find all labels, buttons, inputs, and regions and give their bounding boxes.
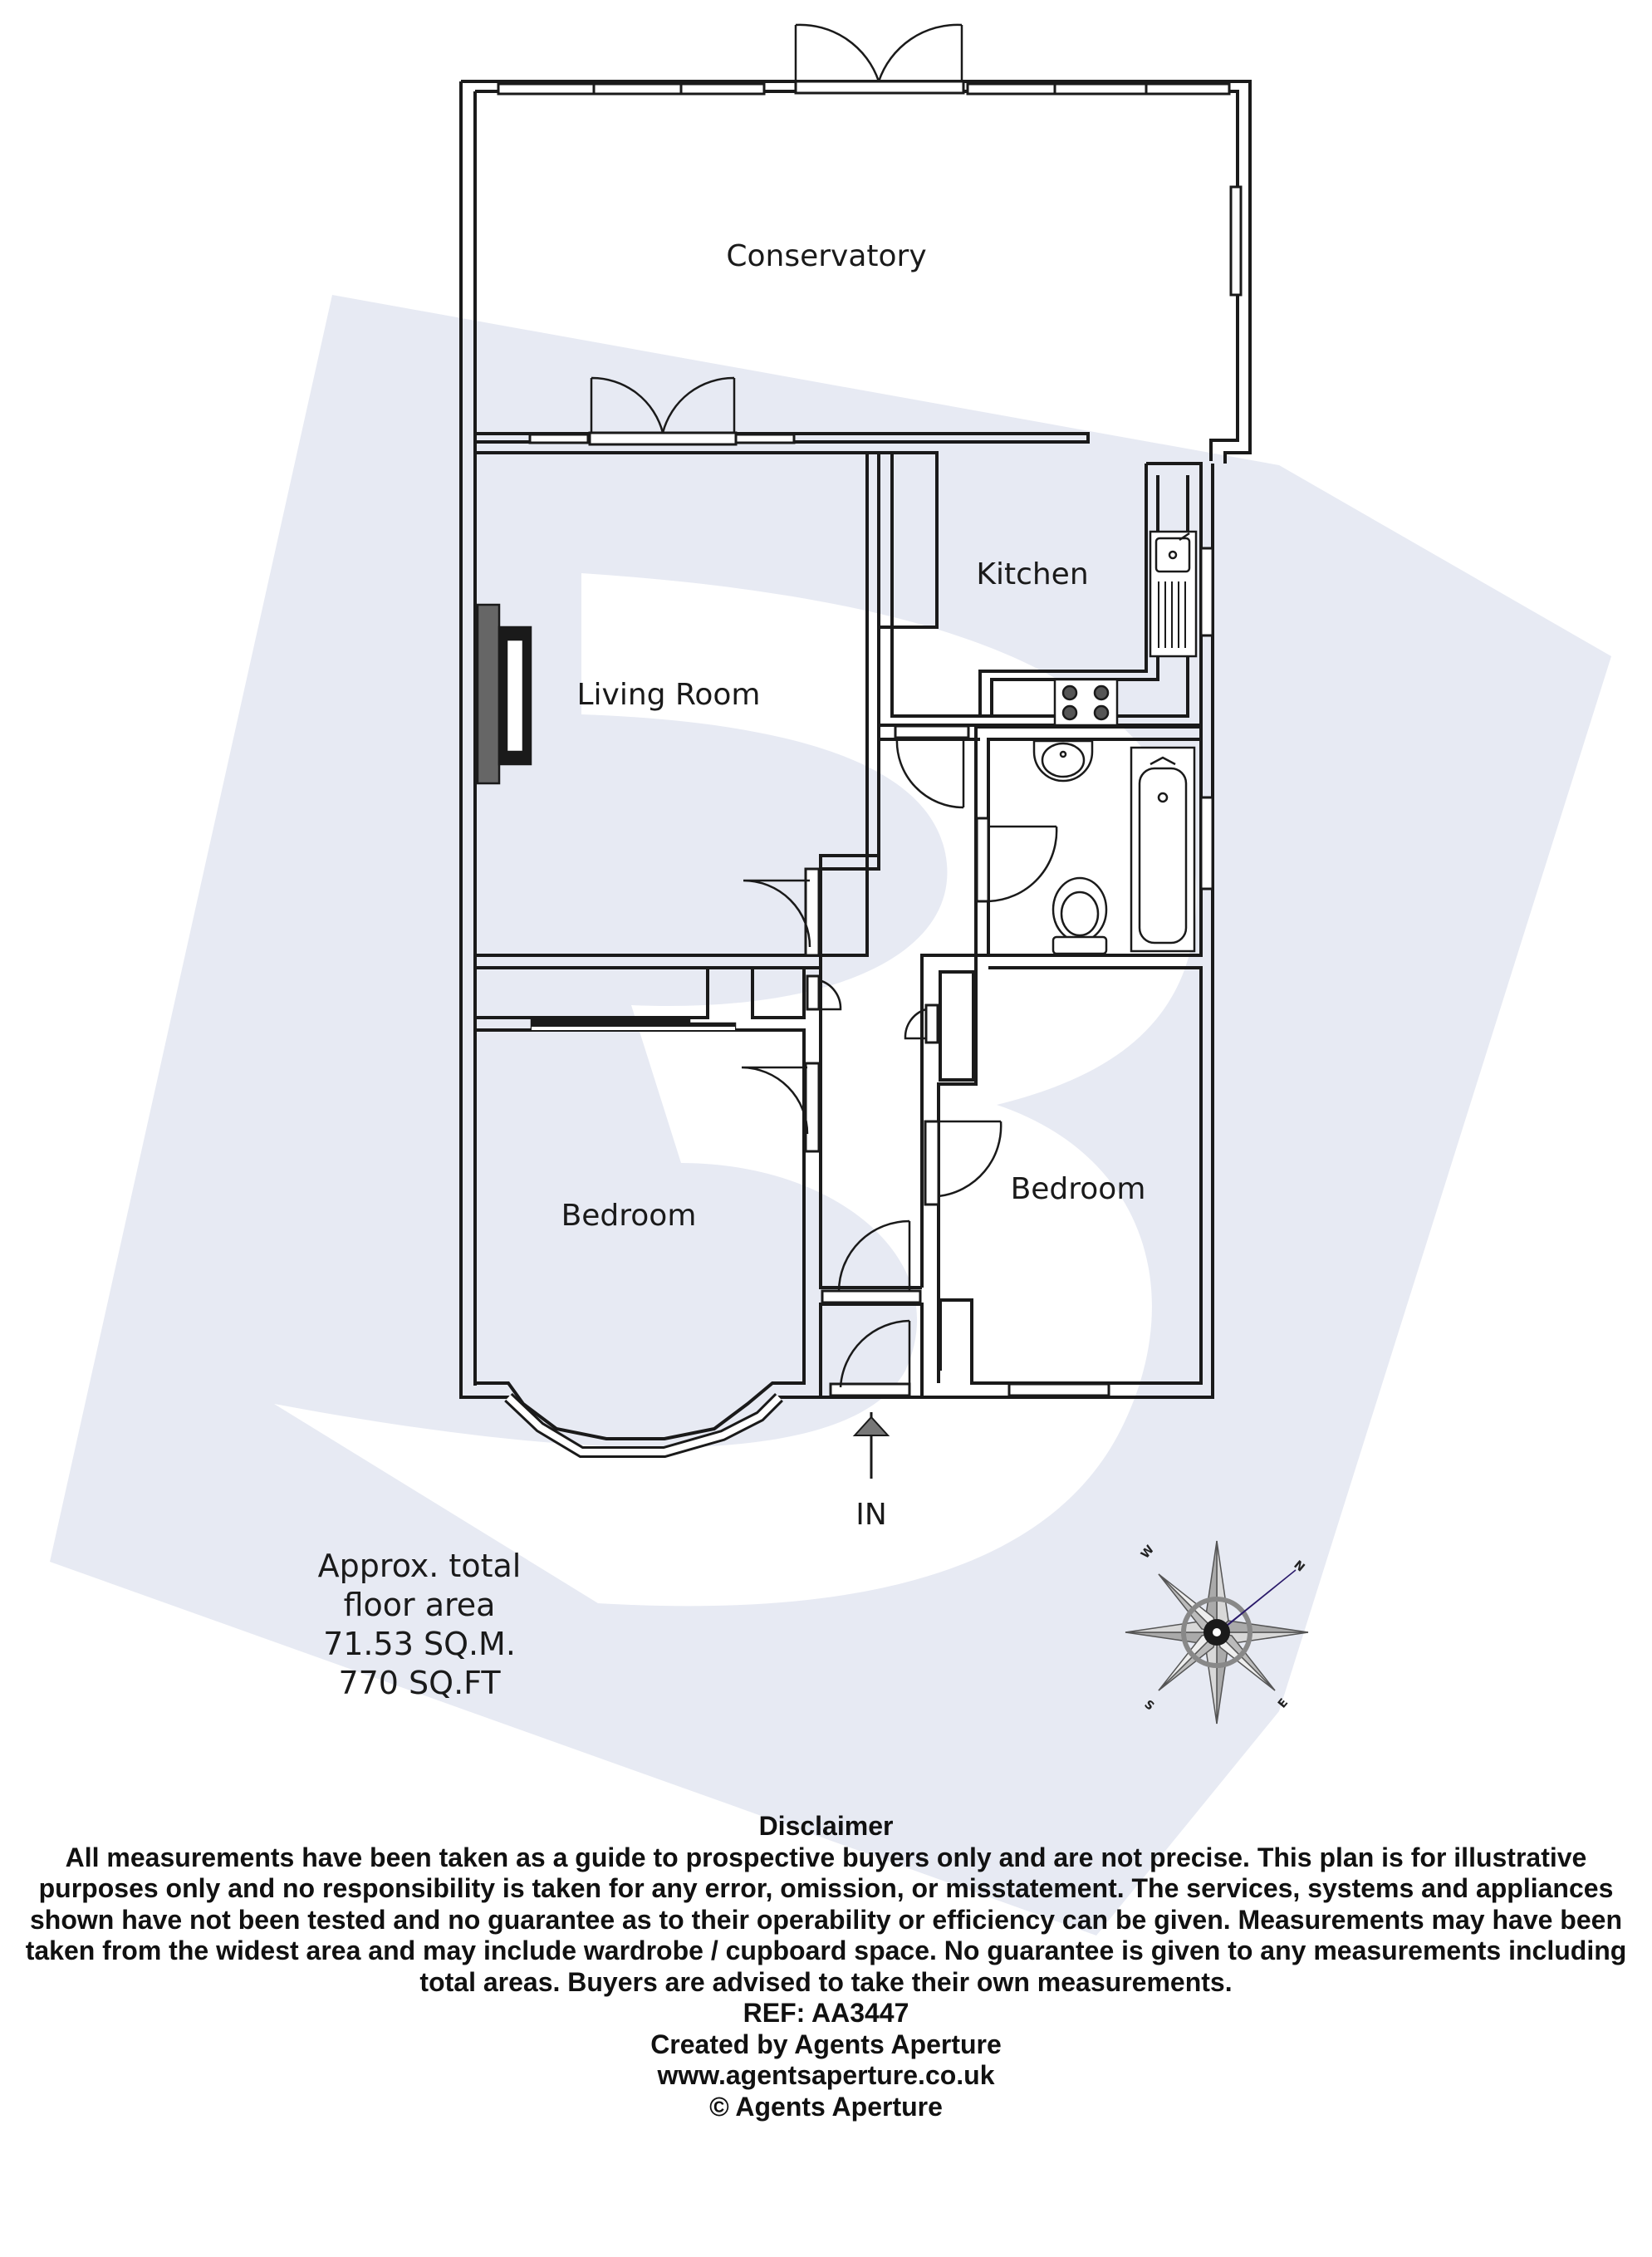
room-label-bedroom-right: Bedroom [1011, 1172, 1146, 1206]
wardrobe-icon [530, 1018, 737, 1032]
area-line1: Approx. total [317, 1548, 522, 1584]
doors [588, 23, 1058, 1388]
fixtures [476, 530, 1198, 1032]
disclaimer-body: All measurements have been taken as a gu… [25, 1842, 1627, 1997]
compass-icon: N W S E [1125, 1540, 1309, 1725]
room-label-kitchen: Kitchen [976, 557, 1088, 591]
windows [497, 82, 1243, 1458]
watermark-logo [50, 295, 1611, 1936]
room-label-conservatory: Conservatory [726, 239, 926, 273]
hob-icon [1053, 678, 1119, 727]
disclaimer-created: Created by Agents Aperture [650, 2029, 1002, 2059]
room-label-bedroom-left: Bedroom [561, 1199, 697, 1233]
kitchen-sink-icon [1149, 530, 1198, 658]
area-sqft: 770 SQ.FT [338, 1665, 501, 1701]
basin-icon [1032, 739, 1094, 783]
disclaimer-copyright: © Agents Aperture [709, 2091, 943, 2122]
entrance-arrow [852, 1412, 890, 1479]
room-label-living-room: Living Room [577, 678, 761, 712]
toilet-icon [1051, 876, 1108, 955]
total-area: Approx. total floor area 71.53 SQ.M. 770… [282, 1547, 556, 1703]
entrance-label: IN [855, 1498, 887, 1532]
area-line2: floor area [343, 1587, 496, 1623]
disclaimer-website: www.agentsaperture.co.uk [657, 2060, 995, 2090]
disclaimer-ref: REF: AA3447 [743, 1998, 909, 2028]
area-sqm: 71.53 SQ.M. [323, 1626, 516, 1662]
bath-icon [1130, 746, 1196, 953]
fireplace-icon [476, 603, 532, 785]
disclaimer-title: Disclaimer [758, 1811, 894, 1841]
disclaimer: Disclaimer All measurements have been ta… [12, 1811, 1640, 2122]
